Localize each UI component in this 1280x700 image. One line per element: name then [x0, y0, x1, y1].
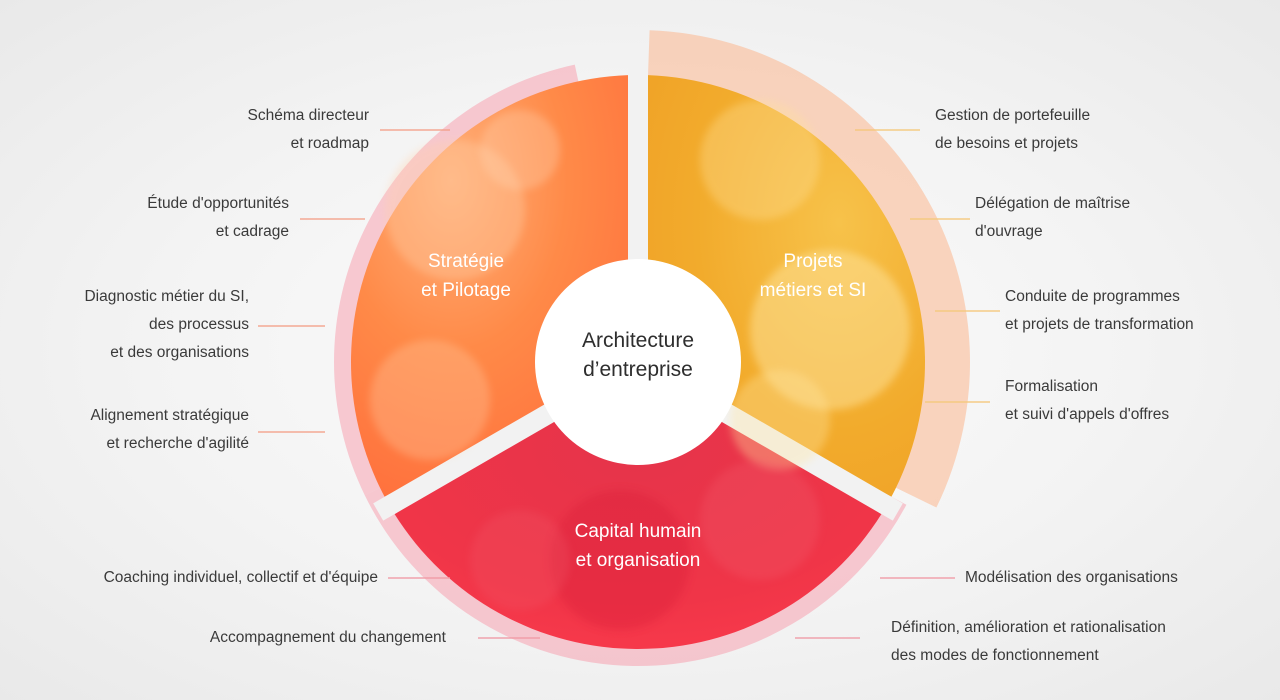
item-line: Coaching individuel, collectif et d'équi…: [103, 569, 378, 586]
item-line: Diagnostic métier du SI,: [84, 288, 249, 305]
item-line: et recherche d'agilité: [106, 435, 249, 452]
center-title-line: Architecture: [581, 329, 695, 352]
item-line: Accompagnement du changement: [209, 629, 446, 646]
item-line: des modes de fonctionnement: [891, 647, 1099, 664]
cloud-texture: [700, 100, 820, 220]
segment-title-line: et organisation: [575, 550, 701, 571]
item-line: des processus: [149, 316, 249, 333]
left-item: Alignement stratégique et recherche d'ag…: [90, 402, 249, 458]
item-line: Étude d'opportunités: [147, 195, 289, 212]
segment-title-line: Capital humain: [574, 521, 702, 542]
item-line: d'ouvrage: [975, 223, 1043, 240]
bottom-right-item: Modélisation des organisations: [965, 564, 1178, 592]
segment-title-strategie: Stratégie et Pilotage: [386, 247, 546, 305]
segment-title-projets: Projets métiers et SI: [733, 247, 893, 305]
cloud-texture: [370, 340, 490, 460]
item-line: et cadrage: [215, 223, 289, 240]
item-line: Formalisation: [1005, 378, 1099, 395]
item-line: et suivi d'appels d'offres: [1005, 406, 1170, 423]
item-line: Alignement stratégique: [90, 407, 249, 424]
item-line: Conduite de programmes: [1005, 288, 1180, 305]
item-line: Délégation de maîtrise: [975, 195, 1131, 212]
item-line: et roadmap: [290, 135, 369, 152]
cloud-texture: [550, 490, 690, 630]
outer-arc-capital: [364, 482, 907, 666]
cloud-texture: [750, 250, 910, 410]
cloud-texture: [700, 460, 820, 580]
left-item: Étude d'opportunités et cadrage: [147, 190, 289, 246]
segment-title-capital: Capital humain et organisation: [538, 517, 738, 575]
bottom-left-item: Accompagnement du changement: [210, 624, 446, 652]
item-line: de besoins et projets: [935, 135, 1079, 152]
right-item: Gestion de portefeuille de besoins et pr…: [935, 102, 1090, 158]
center-title: Architecture d’entreprise: [540, 326, 736, 384]
item-line: et projets de transformation: [1005, 316, 1194, 333]
bottom-right-item: Définition, amélioration et rationalisat…: [891, 614, 1166, 670]
segment-title-line: métiers et SI: [759, 280, 867, 301]
cloud-texture: [470, 510, 570, 610]
cloud-texture: [730, 370, 830, 470]
center-title-line: d’entreprise: [583, 358, 693, 381]
center-circle: [535, 259, 741, 465]
segment-title-line: et Pilotage: [421, 280, 511, 301]
left-item: Diagnostic métier du SI, des processus e…: [84, 283, 249, 367]
item-line: et des organisations: [110, 344, 249, 361]
item-line: Schéma directeur: [247, 107, 369, 124]
cloud-texture: [480, 110, 560, 190]
segment-title-line: Stratégie: [427, 251, 505, 272]
item-line: Modélisation des organisations: [965, 569, 1178, 586]
segment-title-line: Projets: [783, 251, 843, 272]
item-line: Gestion de portefeuille: [935, 107, 1091, 124]
right-item: Conduite de programmes et projets de tra…: [1005, 283, 1194, 339]
left-item: Schéma directeur et roadmap: [248, 102, 369, 158]
item-line: Définition, amélioration et rationalisat…: [891, 619, 1166, 636]
right-item: Délégation de maîtrise d'ouvrage: [975, 190, 1130, 246]
bottom-left-item: Coaching individuel, collectif et d'équi…: [104, 564, 378, 592]
right-item: Formalisation et suivi d'appels d'offres: [1005, 373, 1169, 429]
